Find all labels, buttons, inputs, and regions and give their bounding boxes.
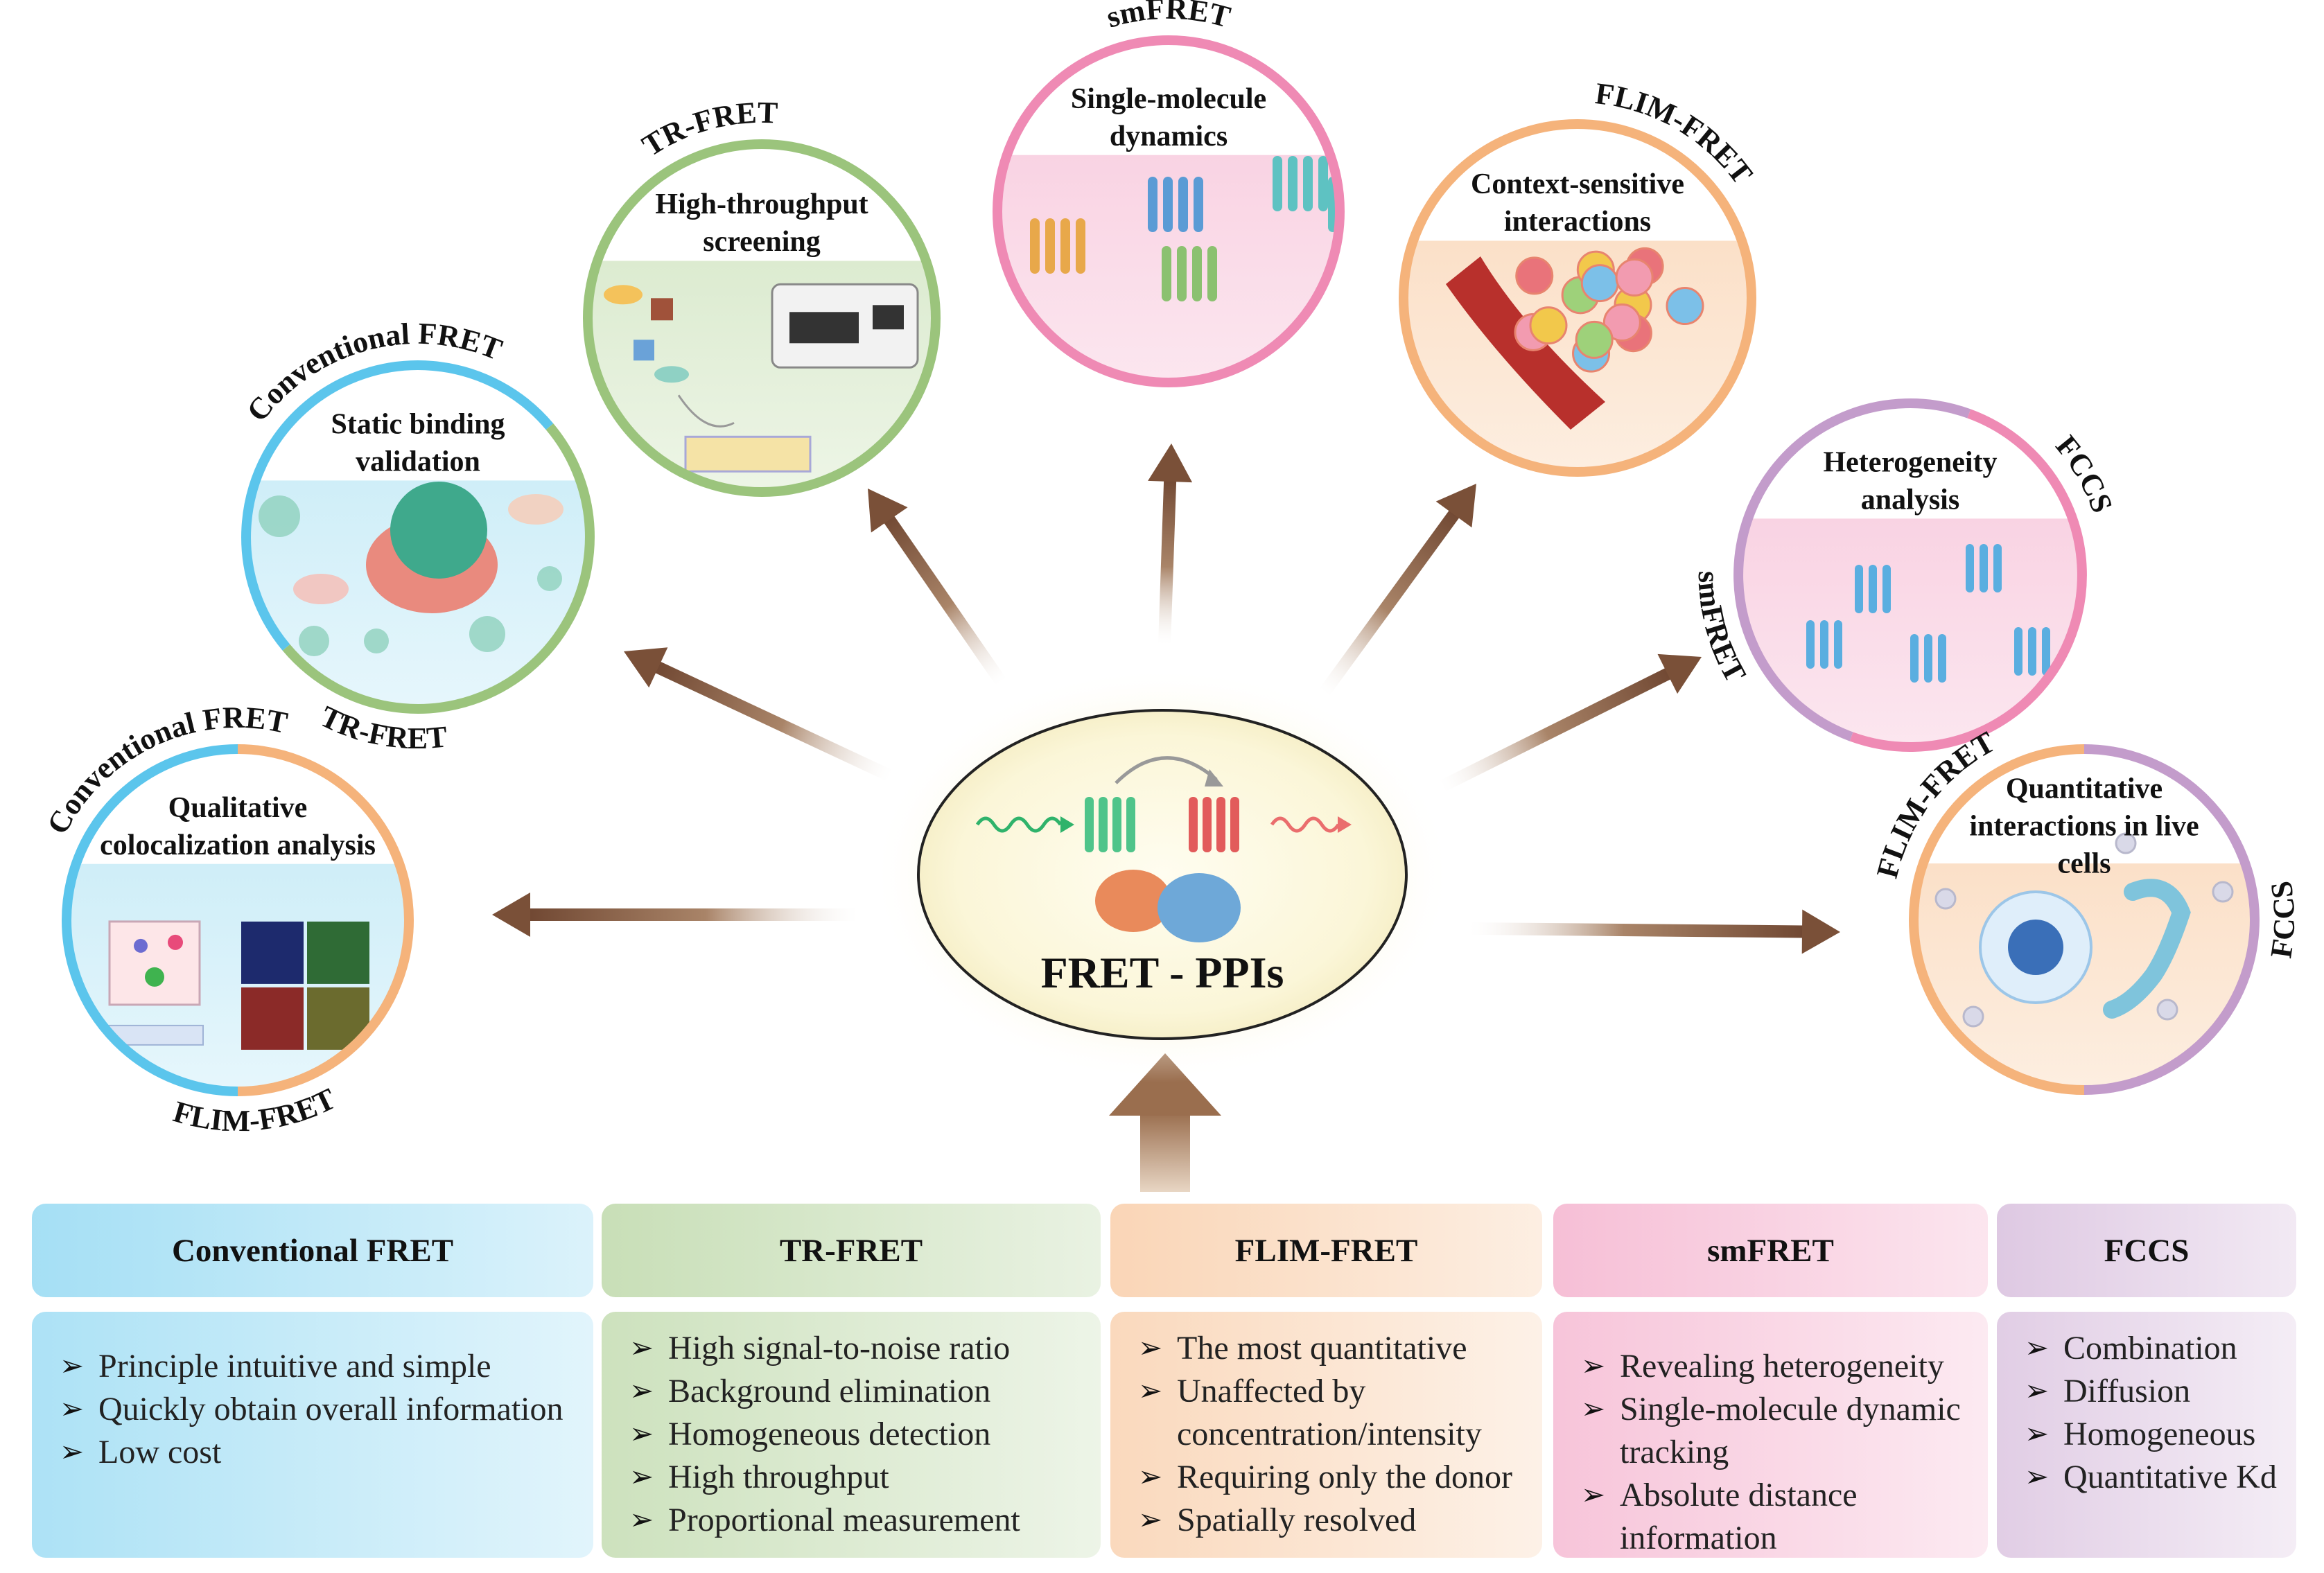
application-title: Qualitative bbox=[168, 792, 308, 824]
feature-item: ➢Homogeneous bbox=[2025, 1413, 2282, 1456]
technique-features: ➢The most quantitative➢Unaffected by con… bbox=[1110, 1312, 1542, 1558]
feature-item: ➢Diffusion bbox=[2025, 1370, 2282, 1413]
arrow-bullet-icon: ➢ bbox=[1581, 1394, 1606, 1425]
technique-features: ➢Combination➢Diffusion➢Homogeneous➢Quant… bbox=[1997, 1312, 2296, 1558]
arrow-to-hetero bbox=[1438, 653, 1702, 793]
application-title: Quantitative bbox=[2006, 773, 2163, 805]
feature-item: ➢Principle intuitive and simple bbox=[60, 1345, 579, 1388]
application-title: cells bbox=[2058, 847, 2111, 879]
arrow-bullet-icon: ➢ bbox=[2025, 1418, 2050, 1450]
technique-features: ➢Principle intuitive and simple➢Quickly … bbox=[32, 1312, 593, 1558]
technique-features: ➢Revealing heterogeneity➢Single-molecule… bbox=[1553, 1312, 1988, 1558]
feature-item: ➢Quantitative Kd bbox=[2025, 1456, 2282, 1499]
arrow-bullet-icon: ➢ bbox=[2025, 1461, 2050, 1493]
feature-item: ➢High throughput bbox=[629, 1456, 1087, 1499]
application-title: interactions in live bbox=[1969, 810, 2199, 842]
arrow-bullet-icon: ➢ bbox=[629, 1376, 654, 1407]
feature-item: ➢Proportional measurement bbox=[629, 1499, 1087, 1542]
feature-item: ➢Revealing heterogeneity bbox=[1581, 1345, 1974, 1388]
application-title: Context-sensitive bbox=[1471, 168, 1684, 200]
method-label: FCCS bbox=[2264, 879, 2301, 960]
technique-header: FCCS bbox=[1997, 1204, 2296, 1297]
arrow-bullet-icon: ➢ bbox=[1138, 1461, 1163, 1493]
arrow-bullet-icon: ➢ bbox=[1581, 1479, 1606, 1511]
arrow-to-static bbox=[624, 647, 893, 782]
technique-header: Conventional FRET bbox=[32, 1204, 593, 1297]
arrow-bullet-icon: ➢ bbox=[1138, 1333, 1163, 1364]
application-circle-smd: Single-molecule dynamics smFRET bbox=[993, 0, 1345, 387]
arrow-to-htp bbox=[867, 489, 1007, 687]
center-node: FRET - PPIs bbox=[871, 667, 1453, 1082]
arrow-to-context bbox=[1318, 483, 1477, 697]
application-title: Static binding bbox=[331, 408, 505, 440]
arrow-to-smd bbox=[1148, 443, 1193, 645]
arrow-bullet-icon: ➢ bbox=[629, 1461, 654, 1493]
application-title: interactions bbox=[1504, 206, 1651, 238]
application-title: validation bbox=[356, 446, 480, 477]
arrow-bullet-icon: ➢ bbox=[629, 1418, 654, 1450]
feature-item: ➢Absolute distance information bbox=[1581, 1474, 1974, 1560]
arrow-bullet-icon: ➢ bbox=[629, 1504, 654, 1536]
arrow-to-qualitative bbox=[492, 893, 858, 937]
arrow-to-quant bbox=[1469, 909, 1841, 954]
feature-item: ➢Background elimination bbox=[629, 1370, 1087, 1413]
feature-item: ➢Quickly obtain overall information bbox=[60, 1388, 579, 1431]
application-title: analysis bbox=[1861, 484, 1959, 516]
arrow-bullet-icon: ➢ bbox=[2025, 1376, 2050, 1407]
feature-item: ➢The most quantitative bbox=[1138, 1327, 1528, 1370]
arrow-bullet-icon: ➢ bbox=[1138, 1376, 1163, 1407]
arrow-bullet-icon: ➢ bbox=[1138, 1504, 1163, 1536]
feature-item: ➢High signal-to-noise ratio bbox=[629, 1327, 1087, 1370]
feature-item: ➢Homogeneous detection bbox=[629, 1413, 1087, 1456]
application-title: High-throughput bbox=[655, 188, 868, 220]
feature-item: ➢Requiring only the donor bbox=[1138, 1456, 1528, 1499]
arrow-bullet-icon: ➢ bbox=[1581, 1351, 1606, 1382]
arrow-bullet-icon: ➢ bbox=[629, 1333, 654, 1364]
technique-header: smFRET bbox=[1553, 1204, 1988, 1297]
arrow-bullet-icon: ➢ bbox=[60, 1436, 85, 1468]
application-title: Heterogeneity bbox=[1823, 446, 1997, 478]
arrow-bullet-icon: ➢ bbox=[60, 1351, 85, 1382]
arrow-bullet-icon: ➢ bbox=[60, 1394, 85, 1425]
application-title: dynamics bbox=[1110, 121, 1227, 152]
feature-item: ➢Spatially resolved bbox=[1138, 1499, 1528, 1542]
application-title: Single-molecule bbox=[1071, 83, 1266, 115]
feature-item: ➢Single-molecule dynamic tracking bbox=[1581, 1388, 1974, 1474]
technique-features: ➢High signal-to-noise ratio➢Background e… bbox=[602, 1312, 1101, 1558]
technique-header: TR-FRET bbox=[602, 1204, 1101, 1297]
technique-header: FLIM-FRET bbox=[1110, 1204, 1542, 1297]
feature-item: ➢Combination bbox=[2025, 1327, 2282, 1370]
application-title: screening bbox=[703, 226, 821, 258]
method-label: smFRET bbox=[1103, 0, 1234, 35]
application-title: colocalization analysis bbox=[100, 829, 376, 861]
center-label: FRET - PPIs bbox=[1041, 948, 1284, 997]
arrow-bullet-icon: ➢ bbox=[2025, 1333, 2050, 1364]
feature-item: ➢Low cost bbox=[60, 1431, 579, 1474]
arrow-from-panels bbox=[1109, 1053, 1221, 1192]
feature-item: ➢Unaffected by concentration/intensity bbox=[1138, 1370, 1528, 1456]
